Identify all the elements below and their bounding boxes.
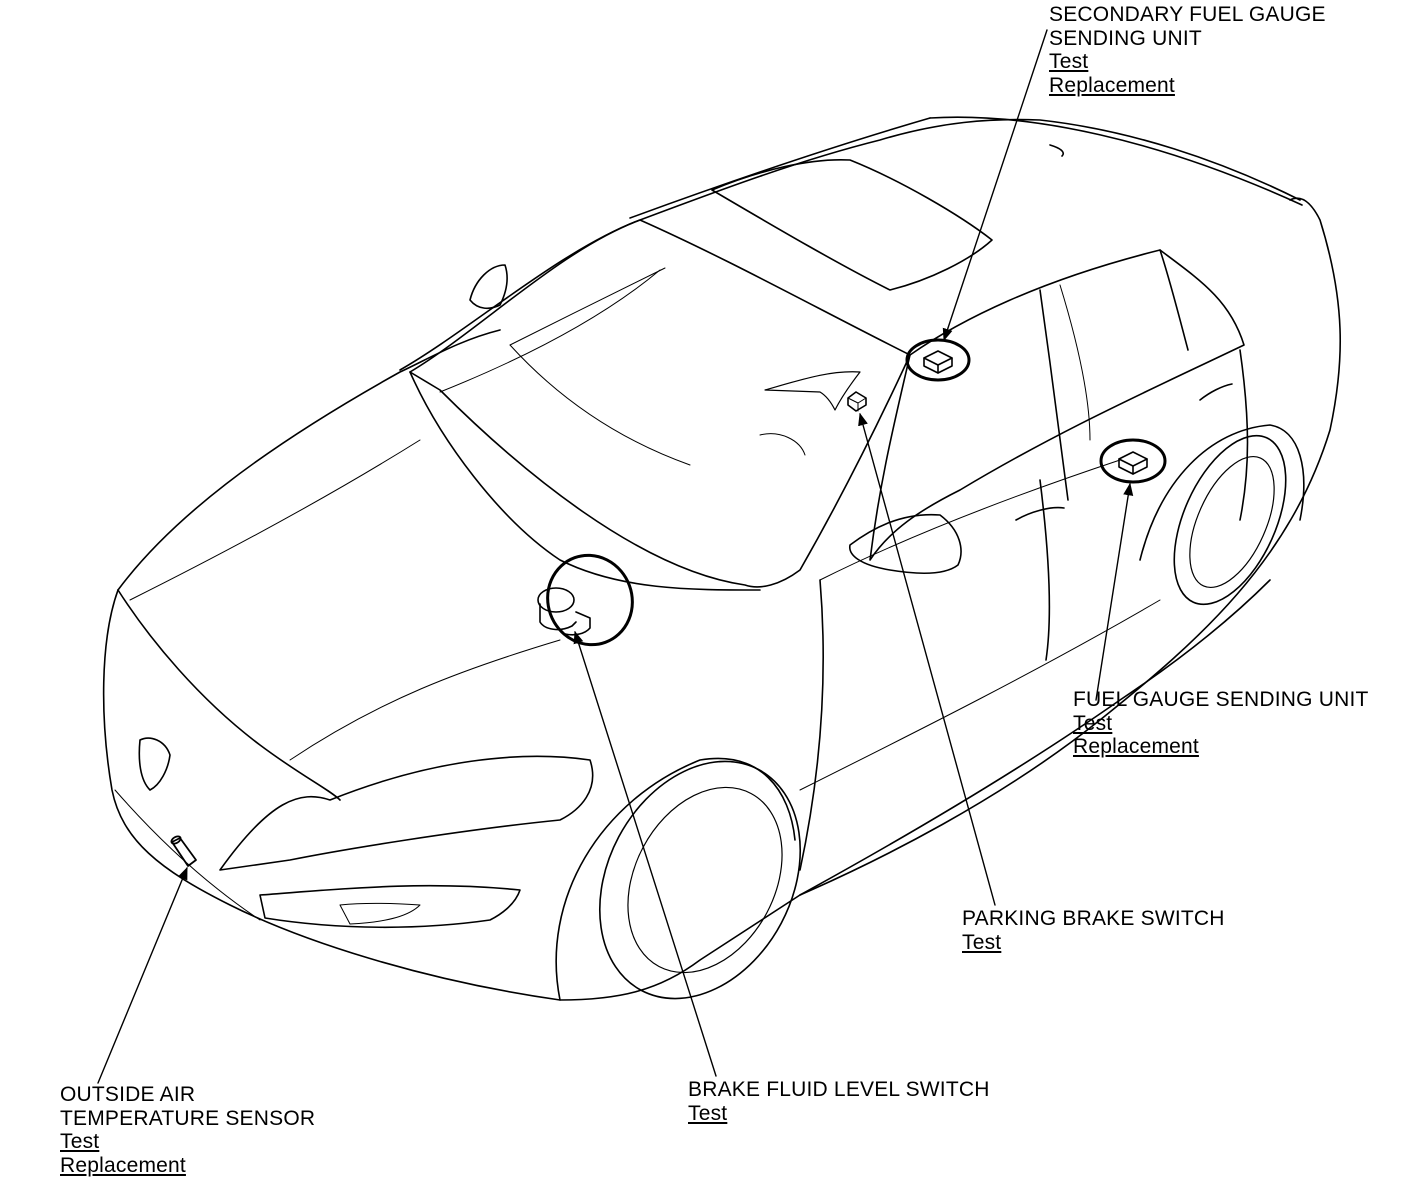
test-link[interactable]: Test [962, 930, 1002, 954]
brake-fluid-reservoir-icon [537, 587, 591, 636]
car-body-outline [102, 116, 1341, 1001]
brake-fluid-level-marker [537, 553, 634, 647]
sensor-icon [170, 835, 197, 867]
callout-secondary-fuel-gauge: SECONDARY FUEL GAUGE SENDING UNIT Test R… [1049, 3, 1326, 97]
parking-brake-switch-marker [847, 391, 867, 412]
replacement-link[interactable]: Replacement [1049, 73, 1175, 97]
leader-secondary-fuel [942, 29, 1048, 342]
test-link[interactable]: Test [688, 1101, 728, 1125]
test-link[interactable]: Test [1073, 711, 1113, 735]
leader-lines [97, 29, 1134, 1084]
callout-outside-air-temperature-sensor: OUTSIDE AIR TEMPERATURE SENSOR Test Repl… [60, 1083, 315, 1177]
callout-title-line: OUTSIDE AIR [60, 1083, 196, 1106]
callout-fuel-gauge-sending-unit: FUEL GAUGE SENDING UNIT Test Replacement [1073, 688, 1369, 759]
callout-brake-fluid-level-switch: BRAKE FLUID LEVEL SWITCH Test [688, 1078, 990, 1125]
replacement-link[interactable]: Replacement [1073, 735, 1199, 758]
callout-title-line: SENDING UNIT [1049, 26, 1202, 50]
component-box-icon [1118, 451, 1148, 475]
fuel-gauge-marker [1099, 438, 1167, 484]
callout-title-line: SECONDARY FUEL GAUGE [1049, 3, 1326, 26]
callout-title-line: TEMPERATURE SENSOR [60, 1106, 316, 1130]
callout-title-line: BRAKE FLUID LEVEL SWITCH [688, 1078, 990, 1101]
secondary-fuel-gauge-marker [905, 338, 971, 382]
replacement-link[interactable]: Replacement [60, 1153, 186, 1177]
callout-parking-brake-switch: PARKING BRAKE SWITCH Test [962, 907, 1225, 954]
outside-air-temperature-marker [170, 835, 197, 867]
leader-parking-brake [858, 412, 996, 906]
leader-outside-air [97, 866, 188, 1084]
callout-title-line: FUEL GAUGE SENDING UNIT [1073, 688, 1369, 711]
callout-title-line: PARKING BRAKE SWITCH [962, 907, 1225, 930]
leader-brake-fluid [573, 630, 717, 1077]
test-link[interactable]: Test [60, 1130, 100, 1153]
component-box-icon [923, 350, 953, 374]
leader-fuel-gauge [1095, 482, 1134, 701]
test-link[interactable]: Test [1049, 50, 1089, 73]
